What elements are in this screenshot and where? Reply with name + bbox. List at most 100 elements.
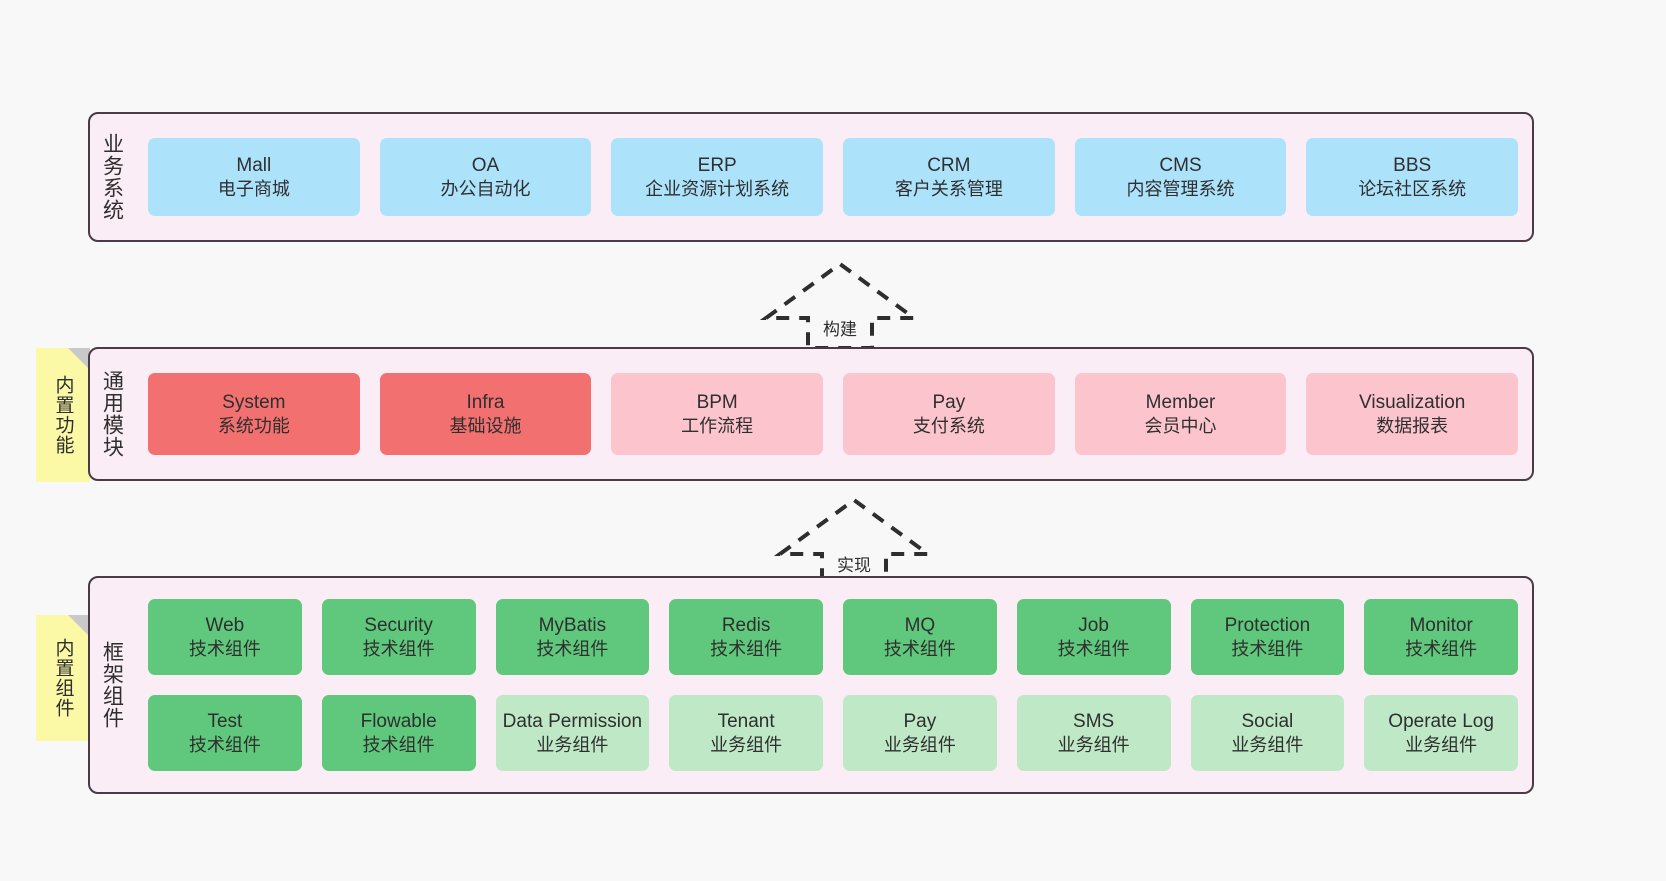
card-visualization[interactable]: Visualization 数据报表	[1306, 373, 1519, 455]
card-title: Mall	[236, 154, 272, 176]
card-bbs[interactable]: BBS 论坛社区系统	[1306, 138, 1519, 216]
card-row: Mall 电子商城 OA 办公自动化 ERP 企业资源计划系统 CRM 客户关系…	[148, 138, 1519, 216]
card-test[interactable]: Test 技术组件	[148, 695, 302, 771]
card-subtitle: 业务组件	[1405, 734, 1478, 755]
card-data-permission[interactable]: Data Permission 业务组件	[495, 695, 650, 771]
card-sms[interactable]: SMS 业务组件	[1016, 695, 1171, 771]
card-crm[interactable]: CRM 客户关系管理	[843, 138, 1055, 216]
card-operate-log[interactable]: Operate Log 业务组件	[1364, 695, 1518, 771]
card-subtitle: 技术组件	[362, 734, 435, 755]
card-member[interactable]: Member 会员中心	[1074, 373, 1287, 455]
card-subtitle: 技术组件	[536, 638, 609, 659]
card-title: Flowable	[360, 710, 437, 732]
arrow-up-outline-icon	[760, 261, 920, 350]
card-title: Monitor	[1409, 614, 1473, 636]
card-mq[interactable]: MQ 技术组件	[843, 599, 997, 675]
page-fold-icon	[68, 615, 90, 637]
layer-framework-components: 框架组件 Web 技术组件 Security 技术组件 MyBatis 技术组件…	[88, 576, 1534, 794]
card-subtitle: 电子商城	[217, 178, 290, 199]
card-subtitle: 技术组件	[1405, 638, 1478, 659]
card-subtitle: 会员中心	[1144, 415, 1217, 436]
layer-body-framework-components: Web 技术组件 Security 技术组件 MyBatis 技术组件 Redi…	[134, 578, 1532, 792]
card-title: Visualization	[1359, 391, 1466, 413]
card-subtitle: 内容管理系统	[1126, 178, 1235, 199]
arrow-up-outline-icon	[774, 497, 934, 586]
sticky-note-builtin-components: 内置组件	[36, 615, 90, 741]
sticky-note-builtin-features: 内置功能	[36, 348, 90, 482]
card-subtitle: 基础设施	[449, 415, 522, 436]
card-subtitle: 业务组件	[536, 734, 609, 755]
card-erp[interactable]: ERP 企业资源计划系统	[611, 138, 824, 216]
card-title: Web	[205, 614, 245, 636]
layer-body-business-system: Mall 电子商城 OA 办公自动化 ERP 企业资源计划系统 CRM 客户关系…	[134, 114, 1532, 240]
card-title: Protection	[1224, 614, 1311, 636]
card-row: System 系统功能 Infra 基础设施 BPM 工作流程 Pay 支付系统…	[148, 373, 1519, 455]
card-subtitle: 技术组件	[710, 638, 783, 659]
card-social[interactable]: Social 业务组件	[1190, 695, 1345, 771]
card-oa[interactable]: OA 办公自动化	[379, 138, 592, 216]
card-subtitle: 技术组件	[362, 638, 435, 659]
card-subtitle: 工作流程	[681, 415, 754, 436]
card-pay[interactable]: Pay 支付系统	[843, 373, 1055, 455]
card-subtitle: 技术组件	[1231, 638, 1304, 659]
card-subtitle: 技术组件	[883, 638, 956, 659]
card-subtitle: 论坛社区系统	[1358, 178, 1467, 199]
layer-title-business-system: 业务系统	[100, 133, 124, 221]
card-subtitle: 业务组件	[1057, 734, 1130, 755]
card-row: Web 技术组件 Security 技术组件 MyBatis 技术组件 Redi…	[148, 599, 1518, 675]
arrow-build: 构建	[760, 256, 920, 352]
card-infra[interactable]: Infra 基础设施	[379, 373, 592, 455]
card-title: ERP	[697, 154, 737, 176]
card-title: Pay	[903, 710, 937, 732]
card-title: Test	[207, 710, 243, 732]
sticky-note-label: 内置功能	[52, 375, 74, 455]
layer-business-system: 业务系统 Mall 电子商城 OA 办公自动化 ERP 企业资源计划系统 CRM…	[88, 112, 1534, 242]
card-title: OA	[471, 154, 500, 176]
card-subtitle: 支付系统	[912, 415, 985, 436]
card-subtitle: 业务组件	[883, 734, 956, 755]
card-pay-component[interactable]: Pay 业务组件	[843, 695, 997, 771]
card-title: Infra	[466, 391, 505, 413]
card-title: SMS	[1073, 710, 1115, 732]
card-title: Redis	[721, 614, 771, 636]
card-monitor[interactable]: Monitor 技术组件	[1364, 599, 1518, 675]
layer-common-modules: 通用模块 System 系统功能 Infra 基础设施 BPM 工作流程 Pay…	[88, 347, 1534, 481]
card-title: System	[222, 391, 286, 413]
card-subtitle: 企业资源计划系统	[645, 178, 790, 199]
card-cms[interactable]: CMS 内容管理系统	[1074, 138, 1287, 216]
layer-title-framework-components: 框架组件	[100, 641, 124, 729]
card-subtitle: 技术组件	[188, 734, 261, 755]
card-title: Member	[1145, 391, 1216, 413]
arrow-implement: 实现	[774, 492, 934, 588]
card-title: Tenant	[717, 710, 775, 732]
card-title: Job	[1078, 614, 1109, 636]
page-fold-icon	[68, 348, 90, 370]
card-subtitle: 技术组件	[188, 638, 261, 659]
card-title: BBS	[1393, 154, 1432, 176]
card-job[interactable]: Job 技术组件	[1016, 599, 1171, 675]
card-subtitle: 数据报表	[1376, 415, 1449, 436]
card-web[interactable]: Web 技术组件	[148, 599, 302, 675]
card-subtitle: 业务组件	[1231, 734, 1304, 755]
card-title: Pay	[932, 391, 966, 413]
layer-body-common-modules: System 系统功能 Infra 基础设施 BPM 工作流程 Pay 支付系统…	[134, 349, 1532, 479]
card-tenant[interactable]: Tenant 业务组件	[669, 695, 823, 771]
card-security[interactable]: Security 技术组件	[321, 599, 476, 675]
card-title: Social	[1241, 710, 1294, 732]
card-protection[interactable]: Protection 技术组件	[1190, 599, 1345, 675]
card-title: Data Permission	[502, 710, 643, 732]
card-system[interactable]: System 系统功能	[148, 373, 360, 455]
card-title: Security	[364, 614, 433, 636]
card-mall[interactable]: Mall 电子商城	[148, 138, 360, 216]
card-title: MQ	[904, 614, 936, 636]
card-flowable[interactable]: Flowable 技术组件	[321, 695, 476, 771]
card-redis[interactable]: Redis 技术组件	[669, 599, 823, 675]
card-subtitle: 技术组件	[1057, 638, 1130, 659]
card-mybatis[interactable]: MyBatis 技术组件	[495, 599, 650, 675]
card-title: CMS	[1159, 154, 1202, 176]
layer-title-common-modules: 通用模块	[100, 370, 124, 458]
sticky-note-label: 内置组件	[52, 638, 74, 718]
card-bpm[interactable]: BPM 工作流程	[611, 373, 824, 455]
card-subtitle: 客户关系管理	[894, 178, 1003, 199]
card-row: Test 技术组件 Flowable 技术组件 Data Permission …	[148, 695, 1518, 771]
